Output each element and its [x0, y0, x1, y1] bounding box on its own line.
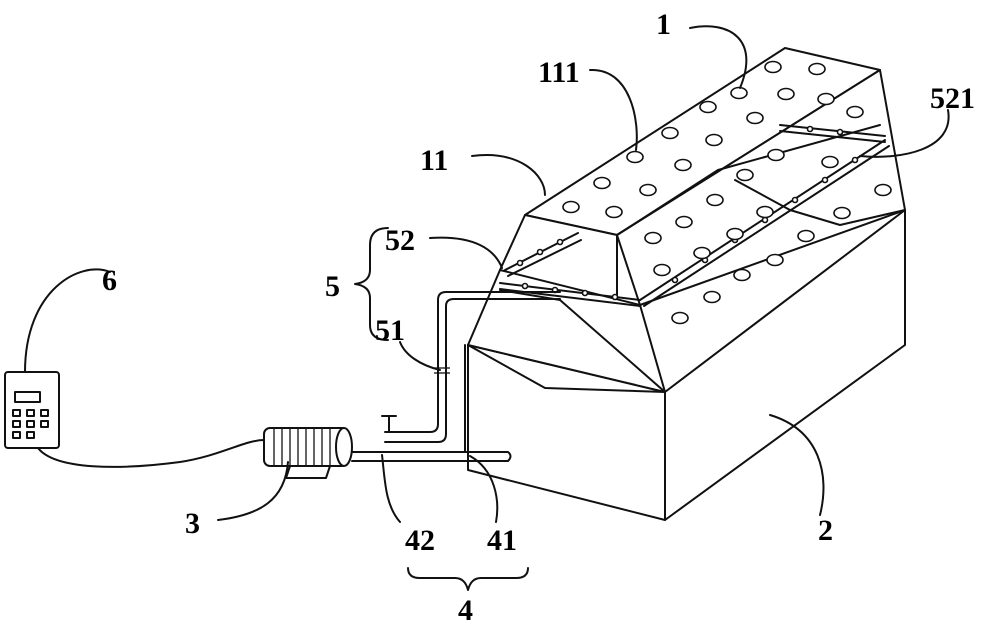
leader-51 — [399, 341, 441, 371]
brace-5 — [354, 227, 389, 341]
hood-inner-facet — [734, 179, 906, 226]
leader-lines — [24, 25, 950, 523]
label-41: 41 — [487, 524, 517, 557]
brace-4 — [407, 567, 529, 591]
label-51: 51 — [375, 314, 405, 347]
tank-body — [467, 209, 906, 521]
controller-display — [14, 391, 41, 403]
label-42: 42 — [405, 524, 435, 557]
label-52: 52 — [385, 224, 415, 257]
label-11: 11 — [420, 144, 448, 177]
label-1: 1 — [656, 8, 671, 41]
leader-42 — [381, 454, 401, 523]
hood-ridge-line — [616, 124, 881, 236]
pump — [263, 427, 353, 479]
leader-521 — [859, 109, 950, 158]
pump-end-cap — [335, 427, 353, 467]
label-6: 6 — [102, 264, 117, 297]
label-3: 3 — [185, 507, 200, 540]
leader-52 — [429, 236, 503, 269]
tank-side-face — [664, 209, 906, 521]
return-pipe — [351, 344, 512, 462]
label-4: 4 — [458, 594, 473, 626]
label-5: 5 — [325, 270, 340, 303]
leader-2 — [769, 414, 825, 516]
leader-6 — [24, 268, 111, 373]
leader-3 — [217, 461, 289, 521]
control-cable — [37, 439, 265, 468]
label-2: 2 — [818, 514, 833, 547]
valve — [381, 415, 397, 433]
riser-pipe — [384, 291, 561, 443]
label-521: 521 — [930, 82, 975, 115]
skirt-bottom-edge — [467, 344, 666, 393]
pump-base — [285, 465, 331, 479]
label-111: 111 — [538, 56, 580, 89]
leader-1 — [689, 25, 748, 89]
leader-11 — [471, 154, 546, 196]
vent-holes — [562, 60, 892, 325]
controller — [4, 371, 60, 449]
leader-41 — [469, 455, 499, 523]
leader-111 — [589, 68, 638, 151]
